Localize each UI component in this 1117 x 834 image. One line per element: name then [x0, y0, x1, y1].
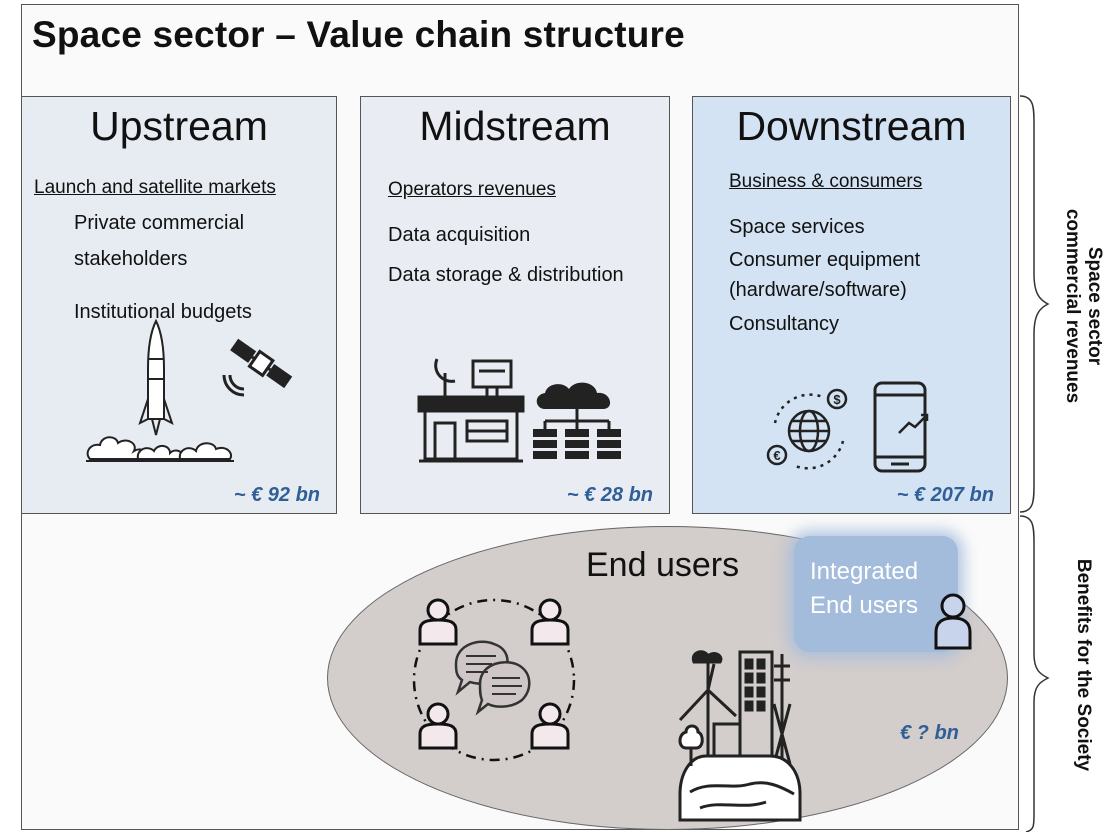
- svg-text:€: €: [773, 448, 780, 463]
- downstream-amount: ~ € 207 bn: [896, 484, 994, 506]
- integrated-line2: End users: [810, 592, 919, 619]
- society-label: Benefits for the Society: [1073, 558, 1094, 772]
- downstream-title: Downstream: [736, 103, 967, 149]
- midstream-subtitle: Operators revenues: [388, 179, 556, 200]
- midstream-item: Data storage & distribution: [388, 264, 624, 286]
- upstream-subtitle: Launch and satellite markets: [34, 177, 276, 198]
- downstream-item: (hardware/software): [729, 279, 907, 301]
- ground-station-icon: [417, 358, 525, 463]
- midstream-title: Midstream: [419, 103, 611, 149]
- page-title: Space sector – Value chain structure: [32, 14, 685, 55]
- upstream-item: stakeholders: [74, 248, 188, 270]
- downstream-item: Consultancy: [729, 313, 840, 335]
- revenues-label-line1: Space sector: [1084, 246, 1105, 366]
- revenues-label-line2: commercial revenues: [1062, 208, 1083, 404]
- downstream-box: Downstream Business & consumers Space se…: [692, 96, 1011, 514]
- upstream-amount: ~ € 92 bn: [233, 484, 320, 506]
- downstream-item: Space services: [729, 216, 865, 238]
- upstream-item: Institutional budgets: [74, 301, 252, 323]
- society-bracket: [1019, 515, 1050, 832]
- midstream-amount: ~ € 28 bn: [566, 484, 653, 506]
- end-users-amount: € ? bn: [900, 722, 959, 744]
- revenues-label: Space sector commercial revenues: [1061, 191, 1105, 421]
- satellite-icon: [222, 338, 293, 397]
- globe-money-icon: $ €: [766, 388, 848, 470]
- integrated-end-users-box: Integrated End users: [794, 536, 958, 652]
- midstream-item: Data acquisition: [388, 224, 531, 246]
- rocket-launch-icon: [86, 319, 234, 462]
- revenues-bracket: [1019, 95, 1050, 513]
- smartphone-chart-icon: [873, 381, 929, 473]
- city-industry-icon: [678, 650, 802, 822]
- end-users-title: End users: [586, 546, 740, 584]
- upstream-item: Private commercial: [74, 212, 245, 234]
- midstream-box: Midstream Operators revenues Data acquis…: [360, 96, 670, 514]
- person-icon: [934, 593, 972, 650]
- upstream-title: Upstream: [90, 103, 268, 149]
- svg-text:$: $: [833, 392, 841, 407]
- cloud-server-icon: [533, 382, 621, 459]
- people-conversation-icon: [412, 598, 576, 762]
- integrated-line1: Integrated: [810, 558, 919, 585]
- downstream-subtitle: Business & consumers: [729, 171, 923, 192]
- downstream-item: Consumer equipment: [729, 249, 921, 271]
- upstream-box: Upstream Launch and satellite markets Pr…: [21, 96, 337, 514]
